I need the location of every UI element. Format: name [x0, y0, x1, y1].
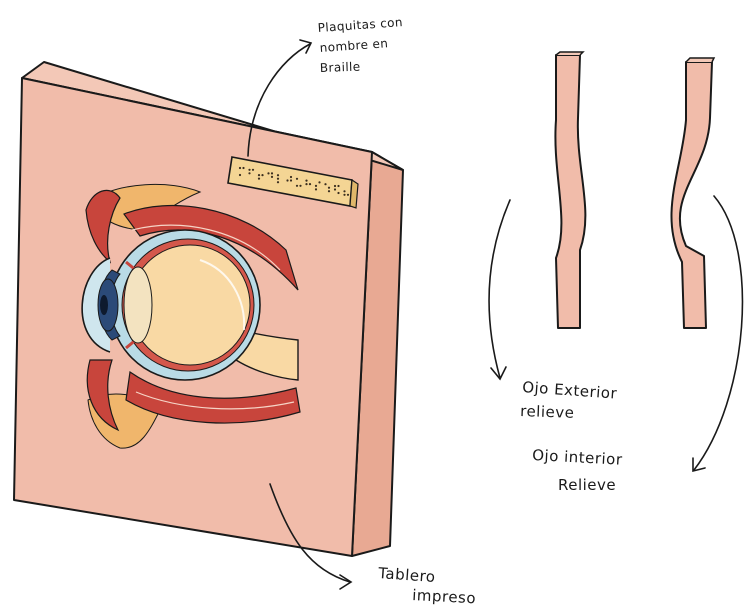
- braille-dot: [305, 183, 307, 185]
- outer-eye-line-2: relieve: [520, 402, 575, 422]
- svg-text:impreso: impreso: [412, 586, 477, 607]
- braille-dot: [296, 185, 298, 187]
- svg-text:nombre en: nombre en: [319, 36, 389, 55]
- braille-dot: [315, 185, 317, 187]
- svg-text:Tablero: Tablero: [377, 564, 436, 586]
- braille-dot: [261, 174, 263, 176]
- label-inner-eye: Ojo interior Relieve: [532, 446, 624, 494]
- svg-text:Relieve: Relieve: [558, 476, 616, 494]
- svg-text:Braille: Braille: [320, 60, 361, 75]
- braille-dot: [271, 172, 273, 174]
- braille-dot: [334, 188, 336, 190]
- braille-dot: [252, 169, 254, 171]
- braille-dot: [290, 179, 292, 181]
- braille-dot: [277, 181, 279, 183]
- braille-dot: [248, 169, 250, 171]
- braille-line-1: Plaquitas con: [317, 15, 403, 35]
- braille-dot: [328, 187, 330, 189]
- board-line-1: Tablero: [377, 564, 436, 586]
- inner-eye-line-2: Relieve: [558, 476, 616, 494]
- braille-dot: [258, 174, 260, 176]
- braille-dot: [305, 180, 307, 182]
- arrow-outer-eye: [489, 200, 510, 378]
- braille-dot: [248, 172, 250, 174]
- braille-dot: [239, 174, 241, 176]
- braille-dot: [334, 185, 336, 187]
- svg-text:Ojo Exterior: Ojo Exterior: [522, 378, 618, 403]
- braille-dot: [271, 176, 273, 178]
- braille-dot: [318, 181, 320, 183]
- braille-dot: [315, 188, 317, 190]
- label-braille-plaque: Plaquitas con nombre en Braille: [317, 15, 403, 75]
- braille-line-2: nombre en: [319, 36, 389, 55]
- braille-dot: [258, 178, 260, 180]
- braille-dot: [343, 190, 345, 192]
- braille-dot: [328, 190, 330, 192]
- braille-dot: [286, 179, 288, 181]
- svg-text:Ojo interior: Ojo interior: [532, 446, 624, 469]
- braille-dot: [290, 176, 292, 178]
- braille-dot: [337, 192, 339, 194]
- braille-dot: [324, 183, 326, 185]
- braille-dot: [277, 178, 279, 180]
- label-board: Tablero impreso: [377, 564, 477, 607]
- braille-dot: [267, 172, 269, 174]
- braille-dot: [299, 185, 301, 187]
- outer-eye-relief-piece: [555, 52, 585, 328]
- board-line-2: impreso: [412, 586, 477, 607]
- arrow-inner-eye: [694, 196, 742, 470]
- outer-eye-line-1: Ojo Exterior: [522, 378, 618, 403]
- braille-dot: [277, 174, 279, 176]
- braille-dot: [347, 194, 349, 196]
- braille-line-3: Braille: [320, 60, 361, 75]
- braille-dot: [309, 183, 311, 185]
- svg-text:relieve: relieve: [520, 402, 575, 422]
- inner-eye-relief-piece: [671, 58, 714, 328]
- braille-dot: [337, 185, 339, 187]
- inner-eye-line-1: Ojo interior: [532, 446, 624, 469]
- braille-dot: [296, 178, 298, 180]
- braille-dot: [242, 167, 244, 169]
- label-outer-eye: Ojo Exterior relieve: [520, 378, 618, 422]
- svg-text:Plaquitas con: Plaquitas con: [317, 15, 403, 35]
- braille-dot: [239, 167, 241, 169]
- braille-dot: [343, 194, 345, 196]
